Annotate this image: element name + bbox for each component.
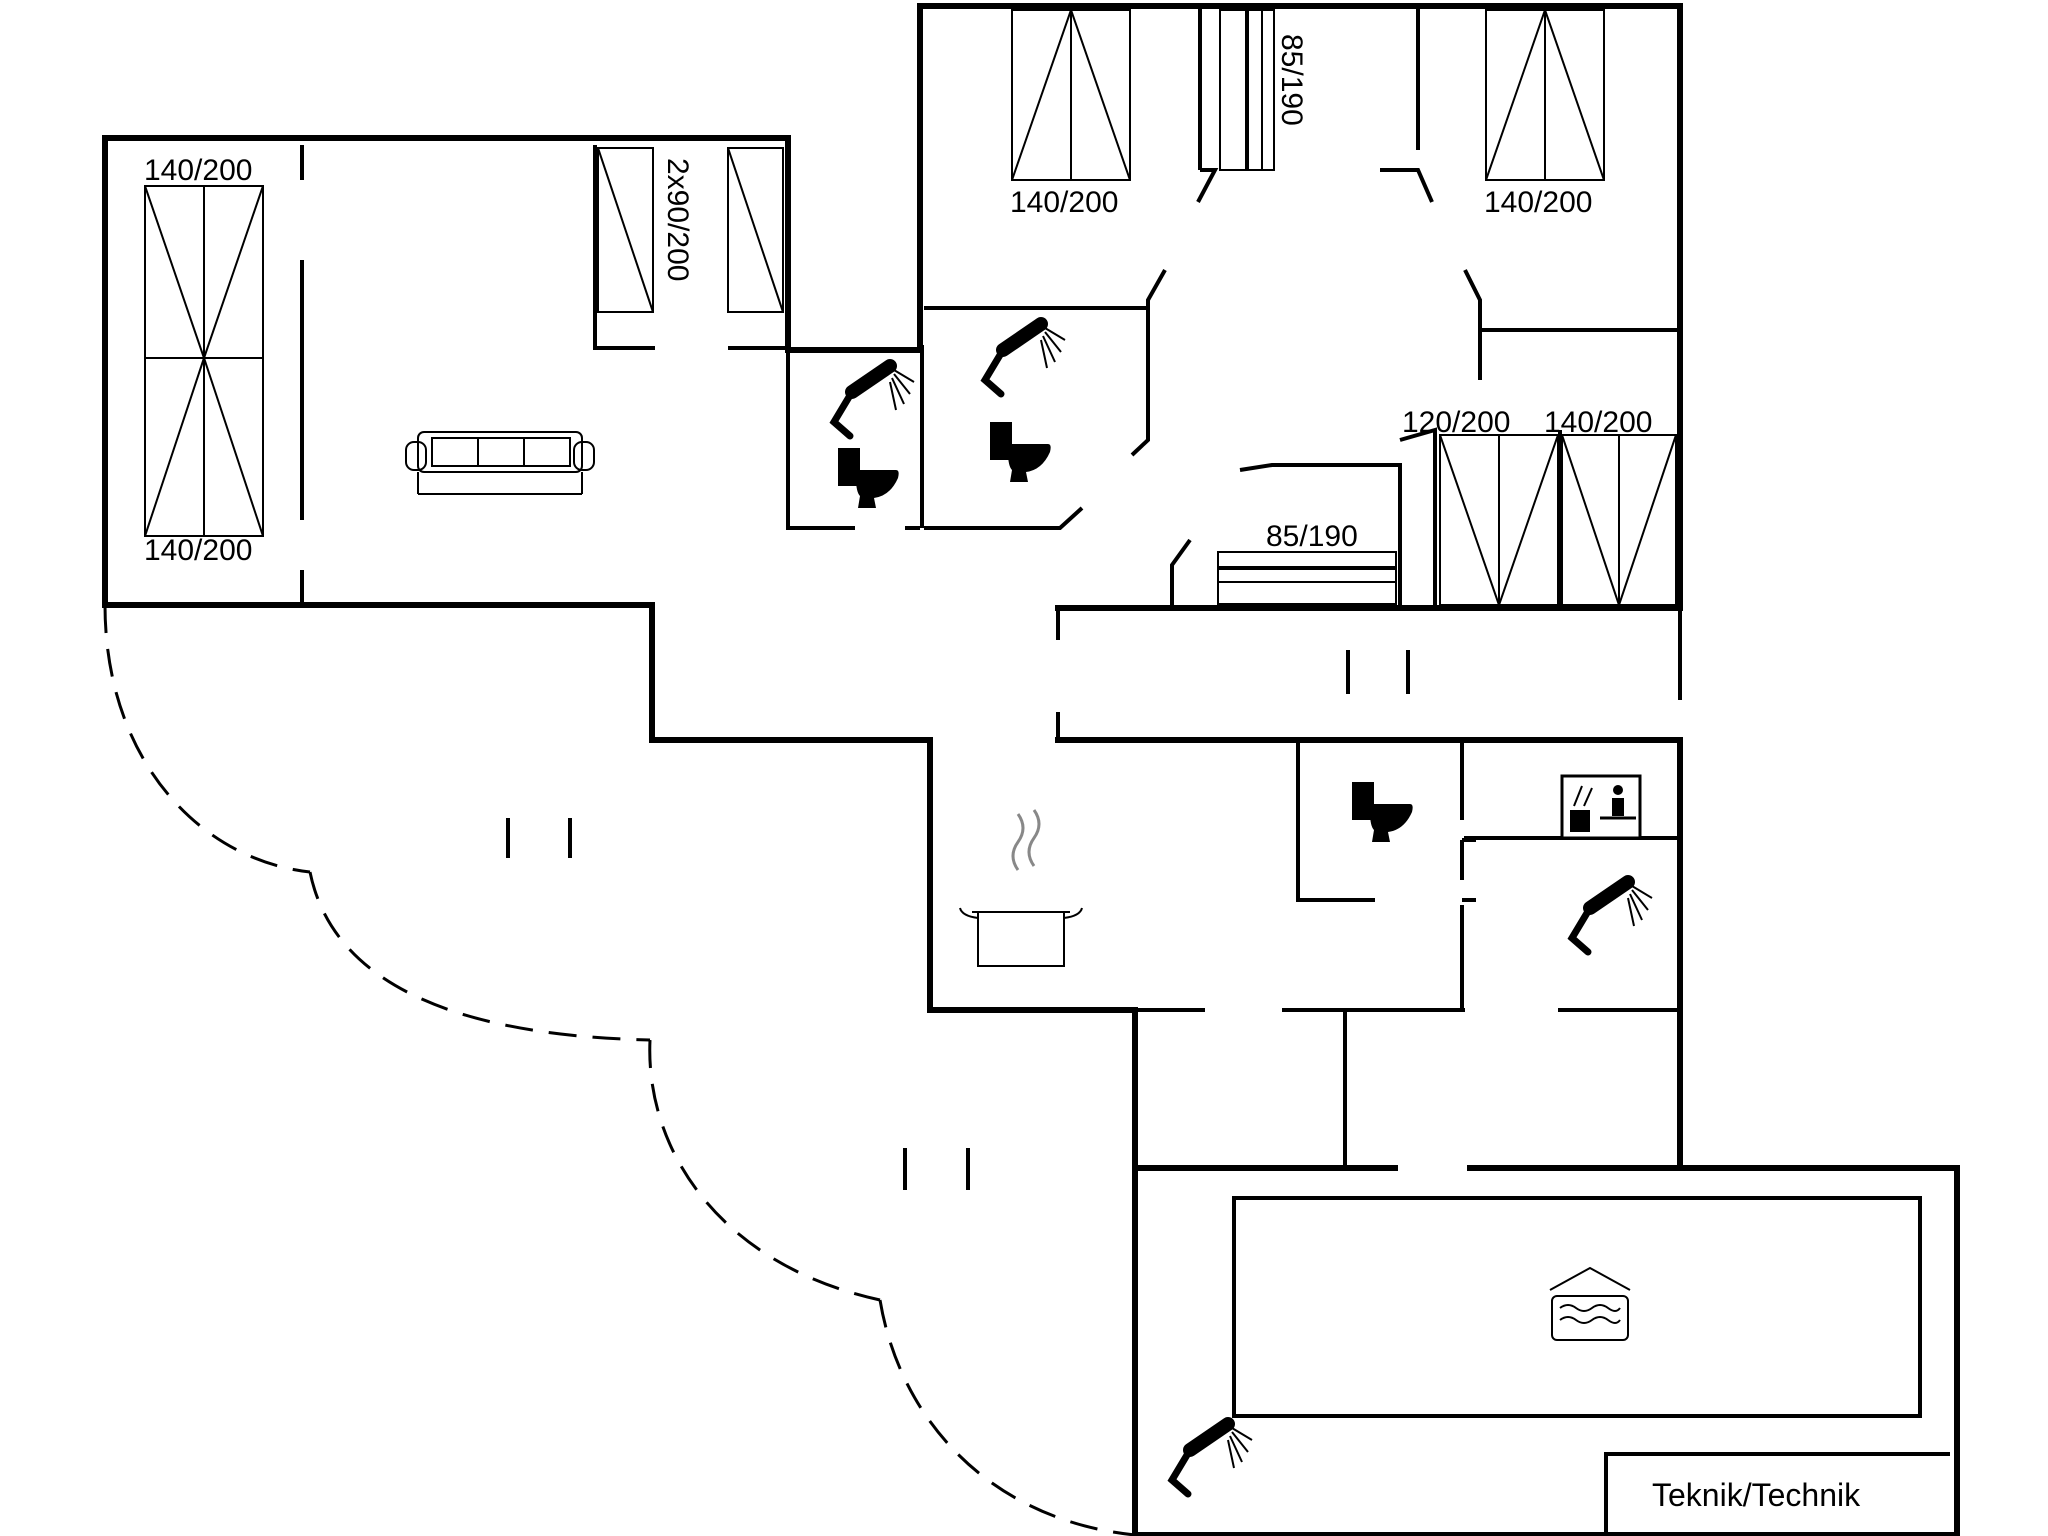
bed-size-label: 2x90/200 — [661, 158, 694, 281]
terrace-outline — [103, 604, 1136, 1536]
bed-size-label: 140/200 — [1484, 186, 1592, 219]
toilet-icon — [990, 422, 1051, 482]
bed-left-top — [144, 185, 264, 359]
bed-size-label: 140/200 — [1544, 406, 1652, 439]
bed-left-bottom — [144, 357, 264, 537]
bunk-lower — [1217, 551, 1397, 605]
shower-icon — [834, 366, 914, 436]
bed-size-label: 140/200 — [1010, 186, 1118, 219]
toilet-icon — [838, 448, 899, 508]
sofa-icon — [405, 431, 595, 495]
bed-size-label: 140/200 — [144, 154, 252, 187]
pool-icon — [1549, 1266, 1631, 1341]
bed-top-left — [1011, 9, 1131, 181]
bed-right-b — [1561, 434, 1677, 606]
bed-left-twin — [597, 147, 784, 313]
toilet-icon — [1352, 782, 1413, 842]
outer-walls — [102, 3, 1960, 1536]
corridor-doors — [1346, 650, 1410, 694]
left-wing-interior — [300, 145, 924, 605]
bed-right-a — [1439, 434, 1559, 606]
shower-icon — [1572, 882, 1652, 952]
bed-size-label: 120/200 — [1402, 406, 1510, 439]
kitchen-pot-icon — [959, 809, 1083, 967]
bed-size-label: 85/190 — [1275, 34, 1308, 126]
shower-icon — [1172, 1424, 1252, 1494]
sauna-icon — [1560, 774, 1642, 840]
bed-top-right — [1485, 9, 1605, 181]
top-wing-interior — [924, 6, 1680, 605]
pool-hall — [1232, 1196, 1950, 1535]
bunk-top — [1219, 9, 1275, 171]
bed-size-label: 85/190 — [1266, 520, 1358, 553]
lower-middle-interior — [1135, 742, 1680, 1168]
room-label-technik: Teknik/Technik — [1652, 1477, 1861, 1513]
bed-size-label: 140/200 — [144, 534, 252, 567]
shower-icon — [985, 324, 1065, 394]
